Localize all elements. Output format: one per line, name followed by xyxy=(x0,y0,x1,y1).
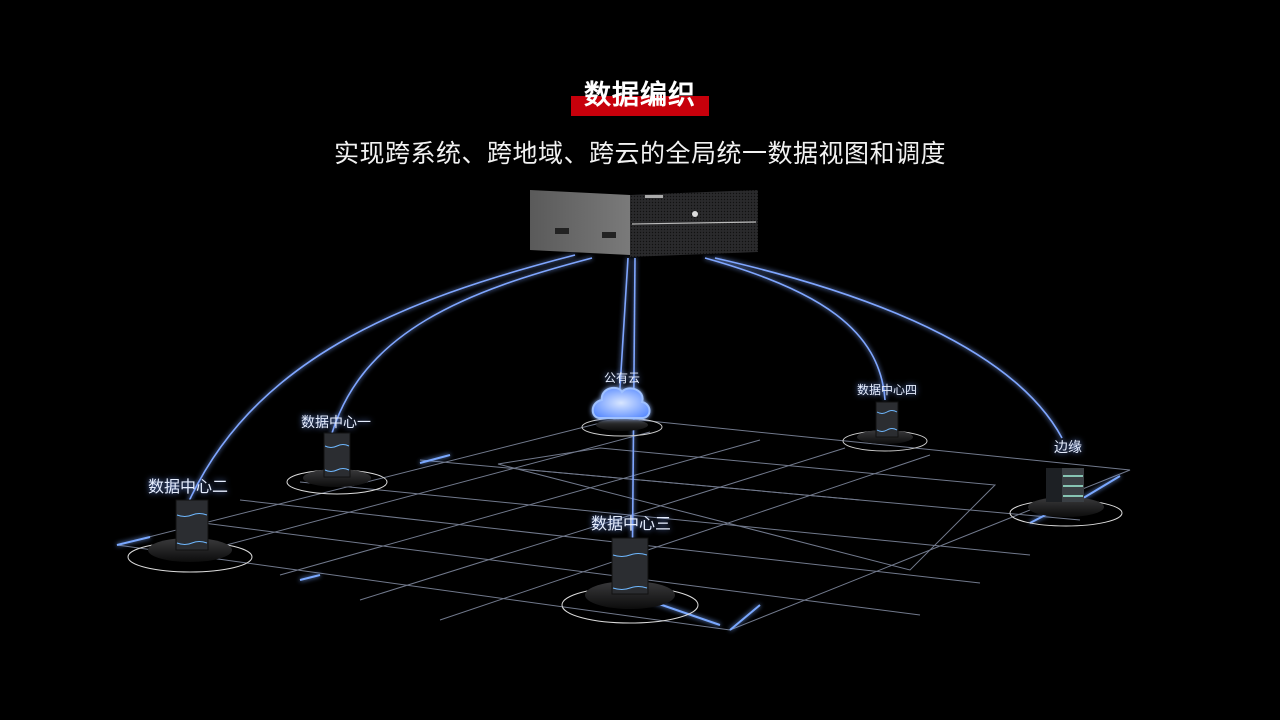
node-label-dc1: 数据中心一 xyxy=(301,415,371,431)
page-subtitle: 实现跨系统、跨地域、跨云的全局统一数据视图和调度 xyxy=(333,139,946,168)
node-label-dc2: 数据中心二 xyxy=(147,477,229,496)
datacenter-icon xyxy=(875,401,899,438)
node-label-dc3: 数据中心三 xyxy=(590,514,672,533)
datacenter-icons xyxy=(175,401,899,595)
datacenter-icon xyxy=(175,499,209,551)
node-label-edge: 边缘 xyxy=(1054,440,1082,456)
pedestal-cloud xyxy=(581,417,663,437)
node-label-dc4: 数据中心四 xyxy=(856,383,918,397)
datacenter-icon xyxy=(611,537,649,595)
datacenter-icon xyxy=(323,432,351,478)
cloud-icon xyxy=(591,386,651,419)
node-label-public-cloud: 公有云 xyxy=(603,371,641,385)
edge-device-icon xyxy=(1046,468,1084,502)
title-accent-bar xyxy=(571,96,709,116)
server-rack-icon xyxy=(530,190,758,257)
grid-floor xyxy=(116,417,1131,631)
page-title: 数据编织 xyxy=(584,80,696,111)
